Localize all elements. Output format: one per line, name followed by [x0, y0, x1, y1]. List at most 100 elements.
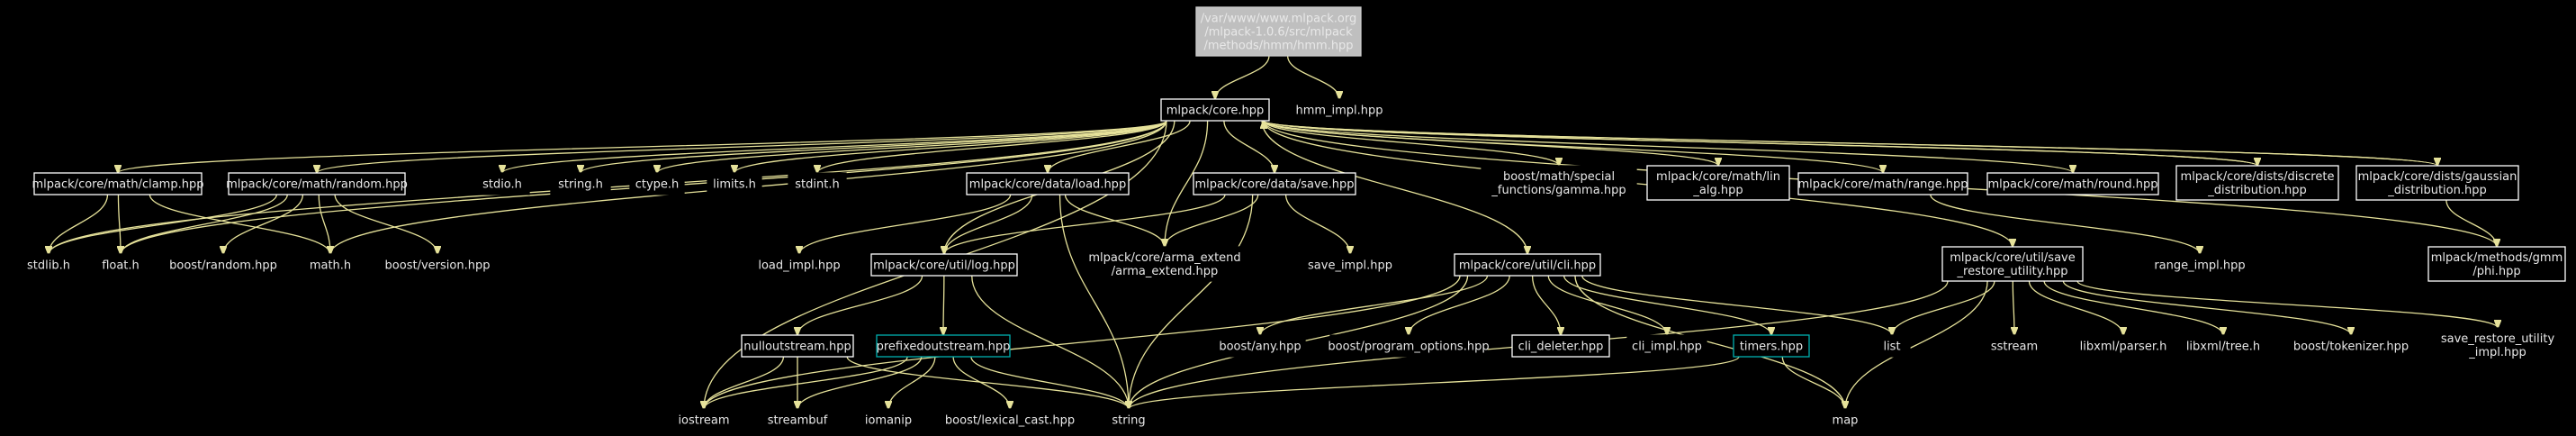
node-box: [1454, 253, 1601, 277]
node-box: [165, 253, 282, 277]
node-label: map: [1833, 414, 1859, 428]
node-save_restore_impl: save_restore_utility_impl.hpp: [2429, 327, 2566, 363]
node-label: mlpack/core/dists/gaussian: [2358, 170, 2517, 184]
node-box: [1214, 334, 1306, 358]
edge-core-to-round: [1263, 120, 2073, 173]
node-box: [966, 172, 1130, 195]
edge-log-to-prefixed: [943, 275, 944, 335]
edge-save_restore-to-save_restore_impl: [2076, 280, 2498, 328]
edge-log-to-string: [971, 275, 1129, 409]
node-box: [2427, 246, 2566, 282]
edge-cli-to-boost_any: [1260, 275, 1489, 335]
node-stdint: stdint.h: [788, 172, 847, 195]
node-label: mlpack/core/math/round.hpp: [1987, 178, 2157, 192]
node-box: [33, 172, 203, 195]
node-box: [21, 253, 77, 277]
node-label: /mlpack-1.0.6/src/mlpack: [1204, 26, 1353, 40]
edge-timers-to-string: [1129, 356, 1740, 409]
node-label: /phi.hpp: [2472, 265, 2520, 278]
edge-save_restore-to-libxml_tree: [2043, 280, 2223, 335]
node-string_h: string.h: [550, 172, 611, 195]
edge-core-to-arma_extend: [1165, 120, 1209, 247]
node-range[interactable]: mlpack/core/math/range.hpp: [1797, 172, 1968, 195]
node-box: [1481, 165, 1637, 201]
node-label: boost/program_options.hpp: [1328, 341, 1489, 354]
node-label: _alg.hpp: [1692, 184, 1743, 197]
node-box: [381, 253, 494, 277]
node-label: timers.hpp: [1740, 341, 1803, 354]
node-box: [1160, 98, 1270, 122]
edge-cli-to-timers: [1563, 275, 1771, 335]
node-tokenizer: boost/tokenizer.hpp: [2292, 334, 2409, 358]
node-label: boost/tokenizer.hpp: [2293, 341, 2409, 354]
node-discrete[interactable]: mlpack/core/dists/discrete_distribution.…: [2175, 165, 2339, 201]
node-log[interactable]: mlpack/core/util/log.hpp: [870, 253, 1018, 277]
node-box: [303, 253, 357, 277]
edge-core-to-stdio: [502, 120, 1167, 173]
edge-cli-to-cli_deleter: [1531, 275, 1561, 335]
node-box: [629, 172, 685, 195]
edge-timers-to-map: [1781, 356, 1845, 409]
node-box: [672, 408, 735, 431]
node-label: mlpack/core/data/save.hpp: [1194, 178, 1354, 192]
node-box: [96, 253, 145, 277]
node-label: mlpack/core/math/random.hpp: [226, 178, 408, 192]
node-box: [1195, 6, 1362, 57]
node-box: [474, 172, 530, 195]
node-label: stdlib.h: [27, 259, 70, 273]
node-boost_any: boost/any.hpp: [1214, 334, 1306, 358]
node-save_impl: save_impl.hpp: [1302, 253, 1398, 277]
edge-cli-to-cli_impl: [1547, 275, 1667, 335]
edge-save_restore-to-libxml_parser: [2028, 280, 2123, 335]
node-core[interactable]: mlpack/core.hpp: [1160, 98, 1270, 122]
node-label: cli_impl.hpp: [1632, 341, 1702, 354]
node-label: boost/random.hpp: [169, 259, 277, 273]
node-label: streambuf: [768, 414, 828, 428]
node-ctype: ctype.h: [629, 172, 685, 195]
node-cli[interactable]: mlpack/core/util/cli.hpp: [1454, 253, 1601, 277]
edge-core-to-limits: [734, 120, 1167, 173]
node-cli_impl: cli_impl.hpp: [1626, 334, 1707, 358]
node-streambuf: streambuf: [762, 408, 833, 431]
node-label: _impl.hpp: [2468, 346, 2526, 359]
edge-prefixed-to-string: [970, 356, 1129, 409]
edge-cli-to-list: [1581, 275, 1892, 335]
node-label: /arma_extend.hpp: [1112, 265, 1219, 278]
node-linalg[interactable]: mlpack/core/math/lin_alg.hpp: [1646, 165, 1790, 201]
edge-load-to-log: [944, 194, 1033, 254]
node-arma_extend: mlpack/core/arma_extend/arma_extend.hpp: [1085, 246, 1245, 282]
node-cli_deleter[interactable]: cli_deleter.hpp: [1511, 334, 1610, 358]
node-box: [1302, 253, 1398, 277]
node-prefixed[interactable]: prefixedoutstream.hpp: [876, 334, 1011, 358]
node-clamp[interactable]: mlpack/core/math/clamp.hpp: [32, 172, 204, 195]
node-round[interactable]: mlpack/core/math/round.hpp: [1986, 172, 2159, 195]
edge-load-to-string: [1058, 194, 1130, 409]
node-timers[interactable]: timers.hpp: [1733, 334, 1810, 358]
edge-cli-to-program_options: [1409, 275, 1510, 335]
edge-prefixed-to-iomanip: [888, 356, 936, 409]
node-label: math.h: [310, 259, 351, 273]
node-libxml_parser: libxml/parser.h: [2073, 334, 2174, 358]
node-phi[interactable]: mlpack/methods/gmm/phi.hpp: [2427, 246, 2566, 282]
node-label: mlpack/core/math/lin: [1656, 170, 1780, 184]
node-limits: limits.h: [707, 172, 762, 195]
node-label: mlpack/core.hpp: [1166, 104, 1265, 118]
node-nulloutstream[interactable]: nulloutstream.hpp: [741, 334, 854, 358]
node-save_restore[interactable]: mlpack/core/util/save_restore_utility.hp…: [1941, 246, 2084, 282]
node-label: save_impl.hpp: [1308, 259, 1392, 273]
edge-random-to-stdlib: [49, 194, 277, 254]
node-save[interactable]: mlpack/core/data/save.hpp: [1193, 172, 1356, 195]
edge-nulloutstream-to-string: [846, 356, 1129, 409]
node-random[interactable]: mlpack/core/math/random.hpp: [226, 172, 408, 195]
node-float: float.h: [96, 253, 145, 277]
edge-gaussian-to-core: [1264, 121, 2438, 167]
node-gaussian[interactable]: mlpack/core/dists/gaussian_distribution.…: [2355, 165, 2519, 201]
node-label: mlpack/core/util/log.hpp: [873, 259, 1015, 273]
node-label: range_impl.hpp: [2154, 259, 2245, 273]
node-box: [942, 408, 1077, 431]
node-load[interactable]: mlpack/core/data/load.hpp: [966, 172, 1130, 195]
node-hmm[interactable]: /var/www/www.mlpack.org/mlpack-1.0.6/src…: [1195, 6, 1362, 57]
node-label: string: [1112, 414, 1145, 428]
node-label: libxml/tree.h: [2186, 341, 2260, 354]
